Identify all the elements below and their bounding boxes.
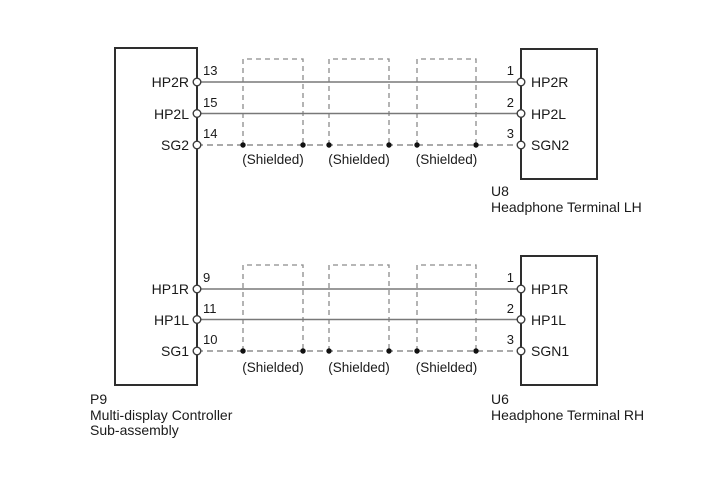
u8-pin3-terminal xyxy=(516,140,526,150)
shield-label: (Shielded) xyxy=(328,152,390,167)
u8-pin2-terminal xyxy=(516,108,526,118)
shield-label: (Shielded) xyxy=(328,360,390,375)
p9-name-line1: Multi-display Controller xyxy=(90,406,233,423)
u8-designation: U8 Headphone Terminal LH xyxy=(491,183,642,215)
p9-pin-number-13: 13 xyxy=(203,63,218,78)
u6-ref-label: U6 xyxy=(491,391,509,407)
p9-signal-hp2l: HP2L xyxy=(153,105,189,122)
p9-pin11-terminal xyxy=(192,315,202,325)
p9-signal-hp1l: HP1L xyxy=(153,311,189,328)
shield-outline-top-2 xyxy=(328,58,390,145)
p9-pin-number-9: 9 xyxy=(203,270,211,285)
shield-junction-dot xyxy=(386,348,392,354)
p9-name-line2: Sub-assembly xyxy=(90,422,179,438)
u8-signal-hp2r: HP2R xyxy=(531,74,569,90)
u8-name-label: Headphone Terminal LH xyxy=(491,198,642,215)
shield-junction-dot xyxy=(240,142,246,148)
u6-pin-number-2: 2 xyxy=(506,300,514,316)
p9-signal-sg1: SG1 xyxy=(160,343,189,359)
u6-signal-sgn1: SGN1 xyxy=(531,343,570,359)
u8-pin-number-3: 3 xyxy=(506,126,514,141)
p9-ref-label: P9 xyxy=(90,391,108,407)
u6-pin3-terminal xyxy=(516,346,526,356)
p9-pin-number-15: 15 xyxy=(203,94,218,110)
u8-signal-hp2l: HP2L xyxy=(531,105,567,122)
p9-signal-hp2r: HP2R xyxy=(151,74,189,90)
p9-pin-number-11: 11 xyxy=(203,300,217,316)
p9-pin13-terminal xyxy=(192,77,202,87)
shield-junction-dot xyxy=(414,142,420,148)
shield-junction-dot xyxy=(386,142,392,148)
p9-pin-number-14: 14 xyxy=(203,126,218,141)
p9-pin9-terminal xyxy=(192,284,202,294)
shield-outline-top-3 xyxy=(416,58,477,145)
u6-signal-hp1l: HP1L xyxy=(531,311,567,328)
shield-junction-dot xyxy=(473,348,479,354)
shield-junction-dot xyxy=(326,348,332,354)
shield-label: (Shielded) xyxy=(242,152,304,167)
u8-pin1-terminal xyxy=(516,77,526,87)
shield-junction-dot xyxy=(300,348,306,354)
shield-outline-bottom-2 xyxy=(328,264,390,351)
shield-label: (Shielded) xyxy=(242,360,304,375)
u6-signal-hp1r: HP1R xyxy=(531,281,569,297)
p9-pin10-terminal xyxy=(192,346,202,356)
u6-name-label: Headphone Terminal RH xyxy=(491,406,645,423)
shield-junction-dot xyxy=(240,348,246,354)
shield-label: (Shielded) xyxy=(415,152,478,167)
u8-pin-number-1: 1 xyxy=(506,63,514,78)
p9-signal-hp1r: HP1R xyxy=(151,281,189,297)
shield-outline-top-1 xyxy=(242,58,304,145)
shield-junction-dot xyxy=(473,142,479,148)
shield-junction-dot xyxy=(326,142,332,148)
u6-pin2-terminal xyxy=(516,315,526,325)
shield-junction-dot xyxy=(300,142,306,148)
u6-pin1-terminal xyxy=(516,284,526,294)
u6-designation: U6 Headphone Terminal RH xyxy=(491,391,645,423)
shield-junction-dot xyxy=(414,348,420,354)
u6-pin-number-3: 3 xyxy=(506,332,514,347)
u6-pin-number-1: 1 xyxy=(506,270,514,285)
p9-signal-sg2: SG2 xyxy=(160,137,189,153)
shield-label: (Shielded) xyxy=(415,360,478,375)
p9-pin14-terminal xyxy=(192,140,202,150)
p9-pin15-terminal xyxy=(192,108,202,118)
u8-signal-sgn2: SGN2 xyxy=(531,137,570,153)
shield-outline-bottom-3 xyxy=(416,264,477,351)
p9-pin-number-10: 10 xyxy=(203,332,218,347)
u8-pin-number-2: 2 xyxy=(506,94,514,110)
p9-connector-box xyxy=(114,47,198,386)
shield-outline-bottom-1 xyxy=(242,264,304,351)
u8-ref-label: U8 xyxy=(491,183,509,199)
p9-designation: P9 Multi-display Controller Sub-assembly xyxy=(90,391,233,439)
